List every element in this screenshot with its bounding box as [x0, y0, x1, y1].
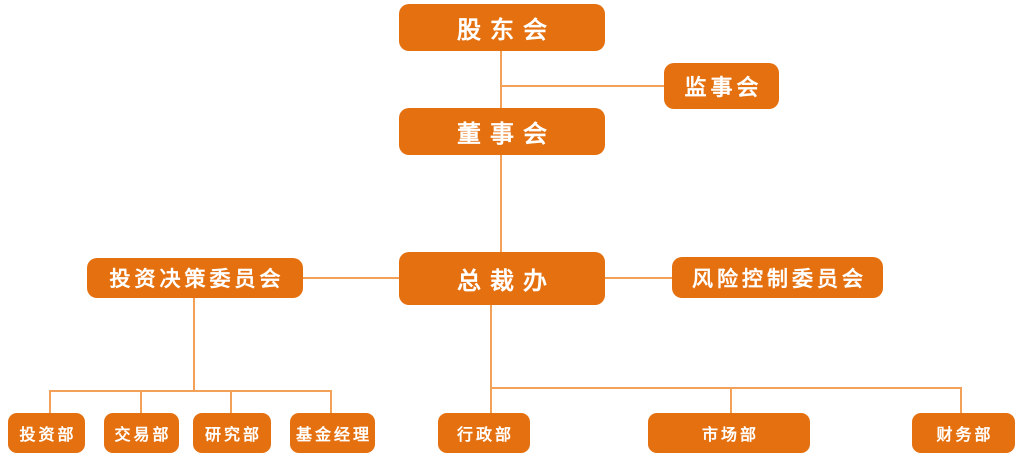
org-node-admin-dept: 行政部 — [438, 413, 530, 453]
connector-drop-fund-manager — [330, 390, 332, 413]
org-node-investment-dept: 投资部 — [8, 413, 85, 453]
org-node-supervisory-board: 监事会 — [664, 63, 779, 109]
connector-left-bus — [49, 390, 332, 392]
org-node-risk-control-committee: 风险控制委员会 — [672, 257, 883, 298]
connector-drop-finance-dept — [960, 387, 962, 413]
org-node-investment-decision-committee: 投资决策委员会 — [87, 258, 303, 298]
connector-drop-research-dept — [230, 390, 232, 413]
connector-shareholders-supervisory — [501, 85, 664, 87]
org-node-marketing-dept: 市场部 — [648, 413, 810, 453]
connector-investcommittee-president — [303, 277, 399, 279]
connector-president-down — [490, 305, 492, 413]
connector-drop-marketing-dept — [730, 387, 732, 413]
org-node-trading-dept: 交易部 — [104, 413, 179, 453]
connector-shareholders-board — [500, 51, 502, 108]
org-node-board-of-directors: 董事会 — [399, 108, 605, 155]
connector-board-president — [500, 155, 502, 252]
org-node-finance-dept: 财务部 — [912, 413, 1015, 453]
connector-president-riskcommittee — [605, 277, 672, 279]
connector-drop-investment-dept — [49, 390, 51, 413]
connector-right-bus — [490, 387, 962, 389]
org-node-shareholders-meeting: 股东会 — [399, 4, 605, 51]
org-node-fund-manager: 基金经理 — [290, 413, 375, 453]
org-node-research-dept: 研究部 — [193, 413, 271, 453]
connector-drop-trading-dept — [140, 390, 142, 413]
org-node-president-office: 总裁办 — [399, 252, 605, 305]
connector-investcommittee-down — [193, 298, 195, 391]
